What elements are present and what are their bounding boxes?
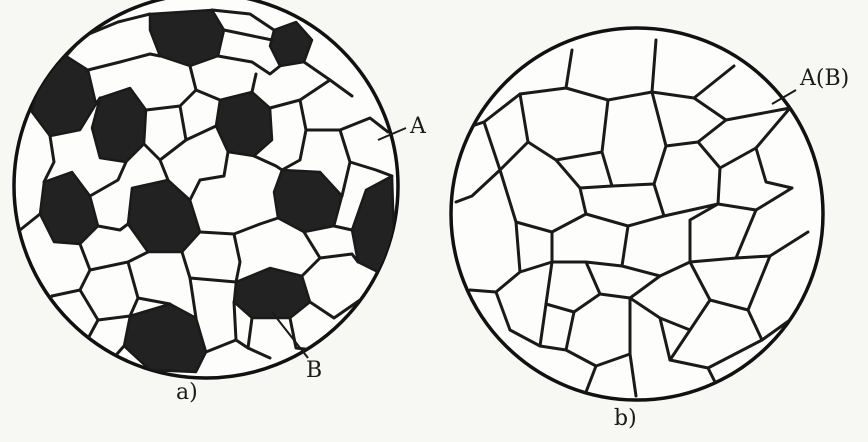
panel-b-micrograph	[451, 28, 823, 400]
dark-grain	[216, 92, 272, 156]
panel-a-caption: a)	[176, 380, 198, 405]
phase-a-label: A	[410, 114, 426, 139]
panel-b-boundary	[451, 28, 823, 400]
panel-b-caption: b)	[614, 406, 637, 431]
phase-ab-label: A(B)	[800, 66, 849, 91]
dark-grain	[150, 10, 224, 66]
panel-a-micrograph	[14, 0, 406, 378]
phase-b-label: B	[306, 358, 322, 383]
